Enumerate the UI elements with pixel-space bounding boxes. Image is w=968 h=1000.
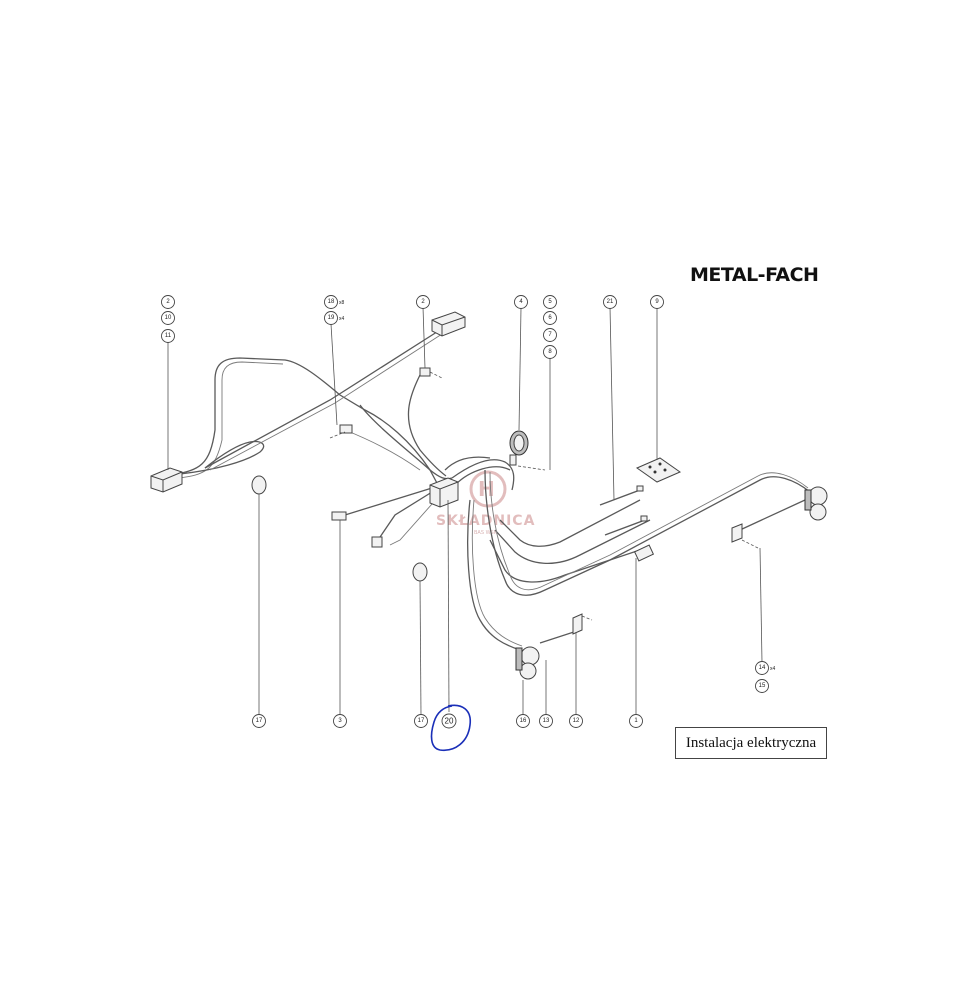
callout-6: 6	[543, 311, 557, 325]
callout-quantity: x4	[770, 666, 776, 672]
callout-label: 3	[338, 718, 342, 724]
callout-15: 15	[755, 679, 769, 693]
callout-5: 5	[543, 295, 557, 309]
callout-label: 4	[519, 299, 523, 305]
callout-circle	[252, 714, 266, 728]
callout-label: 12	[573, 718, 580, 724]
callout-1: 1	[629, 714, 643, 728]
callout-circle	[755, 679, 769, 693]
callout-12: 12	[569, 714, 583, 728]
callout-label: 19	[328, 315, 335, 321]
callout-4: 4	[514, 295, 528, 309]
callout-18a: 18 x8	[324, 295, 345, 309]
callout-circle	[161, 329, 175, 343]
reflector-left	[251, 475, 267, 495]
callout-label: 1	[634, 718, 638, 724]
callout-label: 18	[328, 299, 335, 305]
rear-lamp-right	[804, 486, 828, 521]
callout-label: 17	[256, 718, 263, 724]
callout-19a: 19 x4	[324, 311, 345, 325]
callout-circle	[514, 295, 528, 309]
callout-quantity: x4	[339, 316, 345, 322]
rear-lamp-bottom	[515, 646, 540, 680]
junction-box	[429, 477, 459, 508]
harness-rods	[599, 485, 648, 536]
watermark-text: SKŁADNICA	[436, 513, 535, 529]
connector-18	[329, 424, 353, 439]
callout-circle	[543, 345, 557, 359]
callout-8: 8	[543, 345, 557, 359]
highlight-mark: 20	[430, 704, 472, 751]
callout-label: 10	[165, 315, 172, 321]
brand-logo: METAL-FACH	[690, 264, 818, 286]
callout-3: 3	[333, 714, 347, 728]
connector-3	[331, 511, 383, 548]
callout-2a: 2	[161, 295, 175, 309]
callout-circle	[650, 295, 664, 309]
callout-circle	[516, 714, 530, 728]
callout-circle	[543, 311, 557, 325]
callout-9: 9	[650, 295, 664, 309]
callout-circle	[629, 714, 643, 728]
callout-label: 17	[418, 718, 425, 724]
callout-label: 14	[759, 665, 766, 671]
callout-circle	[543, 295, 557, 309]
callout-label: 2	[166, 299, 170, 305]
small-connector-top	[419, 367, 443, 379]
callout-circle	[755, 661, 769, 675]
callout-circle	[324, 311, 338, 325]
callout-label: 7	[548, 332, 552, 338]
callout-label: 6	[548, 315, 552, 321]
callout-label: 8	[548, 349, 552, 355]
highlight-label: 20	[445, 717, 454, 726]
lamp-bracket-bottom	[572, 613, 593, 635]
connector-plug-top	[431, 311, 466, 337]
callout-11: 11	[161, 329, 175, 343]
callout-circle	[324, 295, 338, 309]
callout-label: 15	[759, 683, 766, 689]
callout-7: 7	[543, 328, 557, 342]
callout-circle	[603, 295, 617, 309]
callout-label: 5	[548, 299, 552, 305]
callout-label: 2	[421, 299, 425, 305]
callout-label: 21	[607, 299, 614, 305]
callout-10a: 10	[161, 311, 175, 325]
callout-label: 16	[520, 718, 527, 724]
callout-circle	[543, 328, 557, 342]
callout-13: 13	[539, 714, 553, 728]
lamp-bracket-right	[731, 523, 759, 549]
callout-21: 21	[603, 295, 617, 309]
callout-label: 13	[543, 718, 550, 724]
callout-label: 9	[655, 299, 659, 305]
callout-circle	[333, 714, 347, 728]
beacon-light	[509, 430, 546, 471]
mounting-plate	[635, 457, 682, 483]
wiring-harness	[171, 329, 811, 651]
part-callouts: 2 10 11 18 x8 19 x4 2 4 5 6 7 8 21 9 17 3 17 16 13 12 1 14 x4 15	[161, 295, 776, 728]
callout-14: 14 x4	[755, 661, 776, 675]
callout-circle	[161, 295, 175, 309]
socket-plug-1	[633, 544, 655, 562]
callout-circle	[416, 295, 430, 309]
drawing-title: Instalacja elektryczna	[675, 727, 827, 759]
callout-circle	[414, 714, 428, 728]
callout-circle	[161, 311, 175, 325]
callout-17b: 17	[414, 714, 428, 728]
callout-16a: 16	[516, 714, 530, 728]
callout-quantity: x8	[339, 300, 345, 306]
reflector-center	[412, 562, 428, 582]
connector-plug-left	[150, 467, 183, 493]
callout-circle	[539, 714, 553, 728]
callout-label: 11	[165, 333, 172, 339]
leader-lines	[167, 306, 763, 716]
callout-17a: 17	[252, 714, 266, 728]
watermark-subtext: BAS WSK	[474, 530, 498, 536]
callout-circle	[569, 714, 583, 728]
callout-2b: 2	[416, 295, 430, 309]
